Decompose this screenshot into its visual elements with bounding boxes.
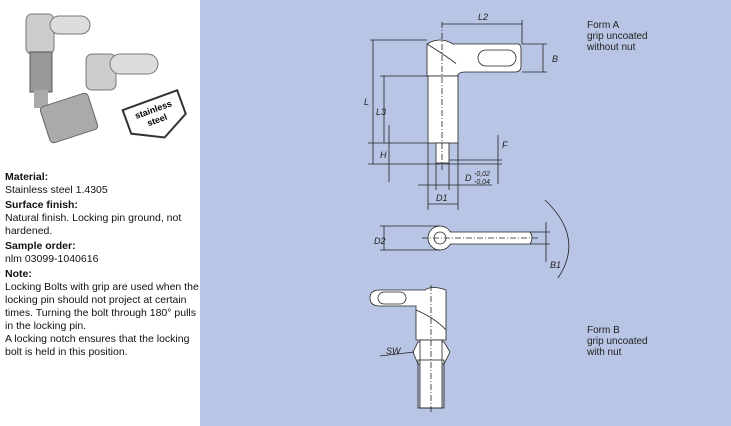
dim-b1: B1 [550, 260, 561, 270]
dim-d-tol-lower: -0,04 [474, 179, 490, 186]
dim-l: L [364, 97, 369, 107]
technical-drawing-panel: L2 B L L3 H F D -0,02 -0,04 D1 D2 B1 SW … [200, 0, 731, 426]
stainless-steel-badge: stainless steel [121, 89, 187, 139]
form-b-label: Form B grip uncoated with nut [587, 325, 648, 358]
material-value: Stainless steel 1.4305 [5, 184, 108, 196]
dim-d1: D1 [436, 193, 448, 203]
product-photo: stainless steel [6, 4, 196, 164]
top-view [380, 199, 570, 279]
product-details: Material: Stainless steel 1.4305 Surface… [5, 169, 200, 359]
dim-b: B [552, 54, 558, 64]
product-info-column: stainless steel Material: Stainless stee… [0, 0, 200, 426]
material-label: Material: [5, 171, 49, 183]
sample-label: Sample order: [5, 240, 76, 252]
form-a-side-view [368, 20, 547, 210]
dim-d: D [465, 173, 472, 183]
form-b-side-view [369, 285, 451, 412]
sample-value: nlm 03099-1040616 [5, 253, 99, 265]
form-a-label: Form A grip uncoated without nut [587, 20, 648, 53]
note-text-2: A locking notch ensures that the locking… [5, 333, 190, 358]
dim-sw: SW [386, 346, 402, 356]
note-label: Note: [5, 268, 32, 280]
dim-d2: D2 [374, 236, 386, 246]
dim-l2: L2 [478, 12, 488, 22]
dim-h: H [380, 150, 387, 160]
surface-value: Natural finish. Locking pin ground, not … [5, 212, 182, 237]
dim-d-tol-upper: -0,02 [474, 171, 490, 178]
dim-f: F [502, 140, 508, 150]
surface-label: Surface finish: [5, 199, 78, 211]
dim-l3: L3 [376, 107, 386, 117]
note-text: Locking Bolts with grip are used when th… [5, 281, 199, 332]
